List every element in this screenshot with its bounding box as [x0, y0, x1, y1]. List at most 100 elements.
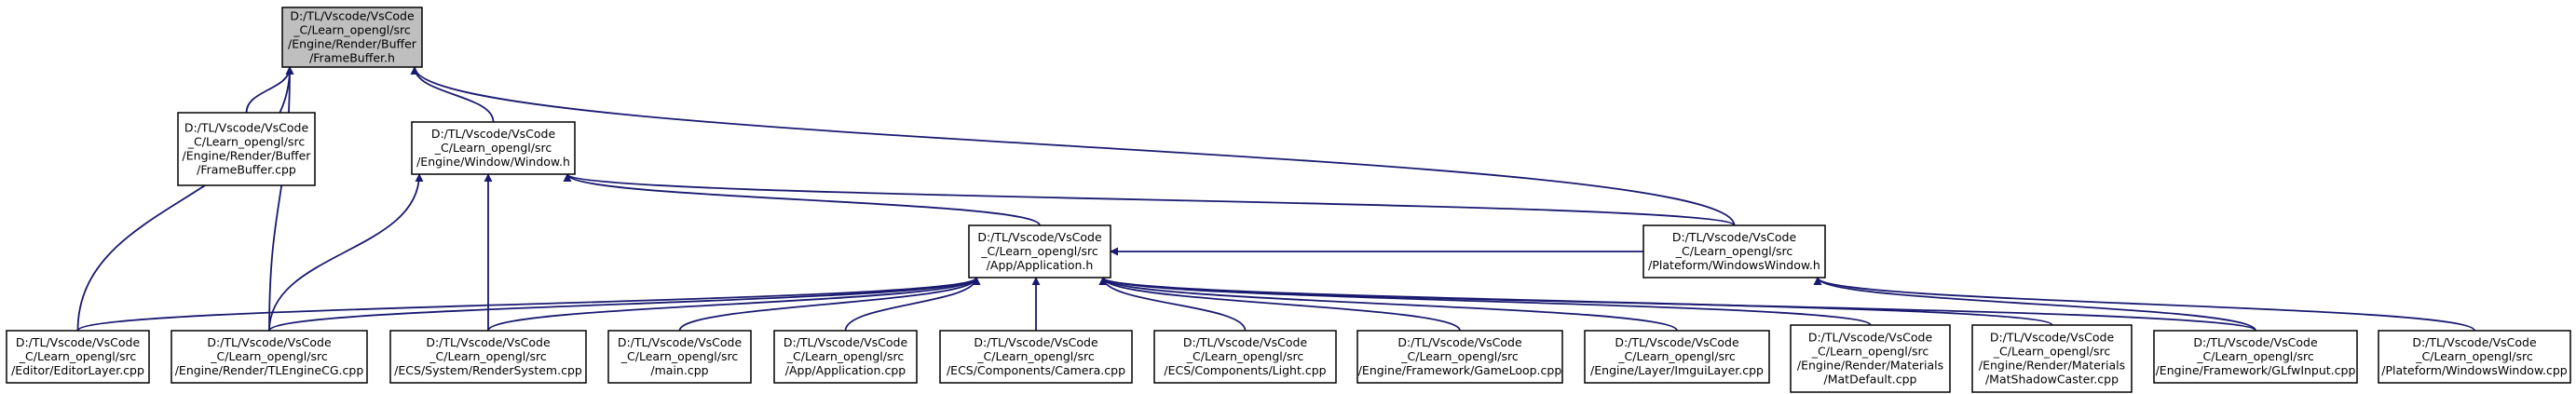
- node-box: [968, 224, 1111, 279]
- node-label-line: /MatDefault.cpp: [1824, 373, 1917, 387]
- node-application_cpp[interactable]: D:/TL/Vscode/VsCode_C/Learn_opengl/src/A…: [773, 330, 918, 384]
- node-label-line: _C/Learn_opengl/src: [1400, 349, 1519, 363]
- edge-tlenginecg_cpp-to-window_h: [268, 173, 424, 332]
- node-window_h[interactable]: D:/TL/Vscode/VsCode_C/Learn_opengl/src/E…: [411, 121, 576, 175]
- node-label-line: /Plateform/WindowsWindow.h: [1648, 258, 1820, 272]
- edge-windowswindow_h-to-window_h: [563, 173, 1736, 226]
- node-box: [177, 112, 316, 186]
- node-label-line: _C/Learn_opengl/src: [210, 349, 328, 363]
- node-box: [1971, 324, 2133, 393]
- node-label-line: D:/TL/Vscode/VsCode: [2412, 335, 2537, 349]
- node-label-line: /main.cpp: [650, 363, 708, 377]
- edge-editorlayer_cpp-to-framebuffer_h: [76, 66, 294, 332]
- node-tlenginecg_cpp[interactable]: D:/TL/Vscode/VsCode_C/Learn_opengl/src/E…: [170, 330, 368, 384]
- edge-tlenginecg_cpp-to-application_h: [268, 277, 981, 332]
- node-box: [773, 330, 918, 384]
- node-label-line: /Plateform/WindowsWindow.cpp: [2381, 363, 2568, 377]
- node-box: [6, 330, 150, 384]
- node-label-line: D:/TL/Vscode/VsCode: [1615, 335, 1739, 349]
- edge-imguilayer_cpp-to-application_h: [1098, 277, 1678, 332]
- node-label-line: /Engine/Render/TLEngineCG.cpp: [175, 363, 364, 377]
- node-windowswindow_cpp[interactable]: D:/TL/Vscode/VsCode_C/Learn_opengl/src/P…: [2378, 330, 2571, 384]
- node-label-line: /ECS/Components/Light.cpp: [1164, 363, 1326, 377]
- node-label-line: _C/Learn_opengl/src: [786, 349, 905, 363]
- node-box: [281, 7, 423, 68]
- edge-window_h-to-framebuffer_h: [410, 66, 495, 123]
- edges-layer: [76, 66, 2475, 332]
- node-main_cpp[interactable]: D:/TL/Vscode/VsCode_C/Learn_opengl/src/m…: [607, 330, 752, 384]
- node-label-line: _C/Learn_opengl/src: [980, 244, 1098, 258]
- node-box: [170, 330, 368, 384]
- node-label-line: D:/TL/Vscode/VsCode: [207, 335, 332, 349]
- node-label-line: _C/Learn_opengl/src: [19, 349, 137, 363]
- node-box: [1356, 330, 1563, 384]
- node-box: [1790, 324, 1951, 393]
- node-label-line: _C/Learn_opengl/src: [1186, 349, 1304, 363]
- node-matshadowcaster_cpp[interactable]: D:/TL/Vscode/VsCode_C/Learn_opengl/src/E…: [1971, 324, 2133, 393]
- node-label-line: D:/TL/Vscode/VsCode: [977, 230, 1102, 244]
- node-label-line: _C/Learn_opengl/src: [1675, 244, 1793, 258]
- node-label-line: /Engine/Layer/ImguiLayer.cpp: [1590, 363, 1764, 377]
- node-gameloop_cpp[interactable]: D:/TL/Vscode/VsCode_C/Learn_opengl/src/E…: [1356, 330, 1563, 384]
- edge-light_cpp-to-application_h: [1098, 277, 1247, 332]
- node-light_cpp[interactable]: D:/TL/Vscode/VsCode_C/Learn_opengl/src/E…: [1153, 330, 1337, 384]
- node-box: [1642, 224, 1826, 279]
- node-label-line: _C/Learn_opengl/src: [1993, 345, 2111, 359]
- edge-windowswindow_h-to-framebuffer_h: [410, 66, 1736, 226]
- node-label-line: D:/TL/Vscode/VsCode: [1183, 335, 1308, 349]
- node-label-line: D:/TL/Vscode/VsCode: [784, 335, 908, 349]
- node-label-line: /FrameBuffer.cpp: [197, 163, 296, 177]
- edge-application_cpp-to-application_h: [844, 277, 981, 332]
- node-label-line: /MatShadowCaster.cpp: [1985, 373, 2119, 387]
- node-label-line: _C/Learn_opengl/src: [620, 349, 739, 363]
- node-label-line: _C/Learn_opengl/src: [187, 135, 306, 149]
- node-label-line: _C/Learn_opengl/src: [293, 23, 411, 37]
- node-windowswindow_h[interactable]: D:/TL/Vscode/VsCode_C/Learn_opengl/src/P…: [1642, 224, 1826, 279]
- node-label-line: D:/TL/Vscode/VsCode: [290, 9, 415, 23]
- node-label-line: D:/TL/Vscode/VsCode: [1808, 331, 1933, 345]
- node-framebuffer_cpp[interactable]: D:/TL/Vscode/VsCode_C/Learn_opengl/src/E…: [177, 112, 316, 186]
- node-imguilayer_cpp[interactable]: D:/TL/Vscode/VsCode_C/Learn_opengl/src/E…: [1584, 330, 1770, 384]
- node-matdefault_cpp[interactable]: D:/TL/Vscode/VsCode_C/Learn_opengl/src/E…: [1790, 324, 1951, 393]
- node-rendersystem_cpp[interactable]: D:/TL/Vscode/VsCode_C/Learn_opengl/src/E…: [389, 330, 587, 384]
- node-label-line: _C/Learn_opengl/src: [976, 349, 1095, 363]
- node-label-line: _C/Learn_opengl/src: [1811, 345, 1929, 359]
- node-label-line: /Engine/Render/Materials: [1979, 359, 2125, 373]
- edge-main_cpp-to-application_h: [678, 277, 981, 332]
- node-label-line: /FrameBuffer.h: [309, 51, 395, 65]
- edge-windowswindow_cpp-to-windowswindow_h: [1813, 277, 2475, 332]
- node-label-line: _C/Learn_opengl/src: [2415, 349, 2533, 363]
- node-label-line: /App/Application.h: [987, 258, 1094, 272]
- edge-glfwinput_cpp-to-application_h: [1098, 277, 2256, 332]
- edge-application_h-to-window_h: [563, 173, 1041, 226]
- edge-gameloop_cpp-to-application_h: [1098, 277, 1461, 332]
- node-label-line: /Engine/Render/Materials: [1797, 359, 1943, 373]
- node-label-line: D:/TL/Vscode/VsCode: [431, 127, 556, 141]
- node-box: [2378, 330, 2571, 384]
- node-label-line: _C/Learn_opengl/src: [1617, 349, 1736, 363]
- node-label-line: D:/TL/Vscode/VsCode: [16, 335, 141, 349]
- edge-rendersystem_cpp-to-application_h: [487, 277, 981, 332]
- nodes-layer: D:/TL/Vscode/VsCode_C/Learn_opengl/src/E…: [6, 7, 2571, 393]
- node-box: [2153, 330, 2358, 384]
- node-box: [411, 121, 576, 175]
- node-label-line: _C/Learn_opengl/src: [2196, 349, 2314, 363]
- node-label-line: /ECS/Components/Camera.cpp: [947, 363, 1125, 377]
- node-label-line: D:/TL/Vscode/VsCode: [184, 121, 309, 135]
- node-label-line: D:/TL/Vscode/VsCode: [618, 335, 743, 349]
- node-box: [389, 330, 587, 384]
- node-label-line: D:/TL/Vscode/VsCode: [974, 335, 1098, 349]
- node-label-line: /Engine/Render/Buffer: [183, 149, 312, 163]
- node-camera_cpp[interactable]: D:/TL/Vscode/VsCode_C/Learn_opengl/src/E…: [939, 330, 1133, 384]
- node-label-line: /Editor/EditorLayer.cpp: [11, 363, 144, 377]
- node-box: [1584, 330, 1770, 384]
- node-label-line: /ECS/System/RenderSystem.cpp: [394, 363, 582, 377]
- node-label-line: D:/TL/Vscode/VsCode: [1672, 230, 1797, 244]
- node-application_h[interactable]: D:/TL/Vscode/VsCode_C/Learn_opengl/src/A…: [968, 224, 1111, 279]
- node-label-line: _C/Learn_opengl/src: [434, 141, 552, 155]
- node-editorlayer_cpp[interactable]: D:/TL/Vscode/VsCode_C/Learn_opengl/src/E…: [6, 330, 150, 384]
- node-label-line: /Engine/Framework/GLfwInput.cpp: [2156, 363, 2356, 377]
- node-glfwinput_cpp[interactable]: D:/TL/Vscode/VsCode_C/Learn_opengl/src/E…: [2153, 330, 2358, 384]
- node-framebuffer_h[interactable]: D:/TL/Vscode/VsCode_C/Learn_opengl/src/E…: [281, 7, 423, 68]
